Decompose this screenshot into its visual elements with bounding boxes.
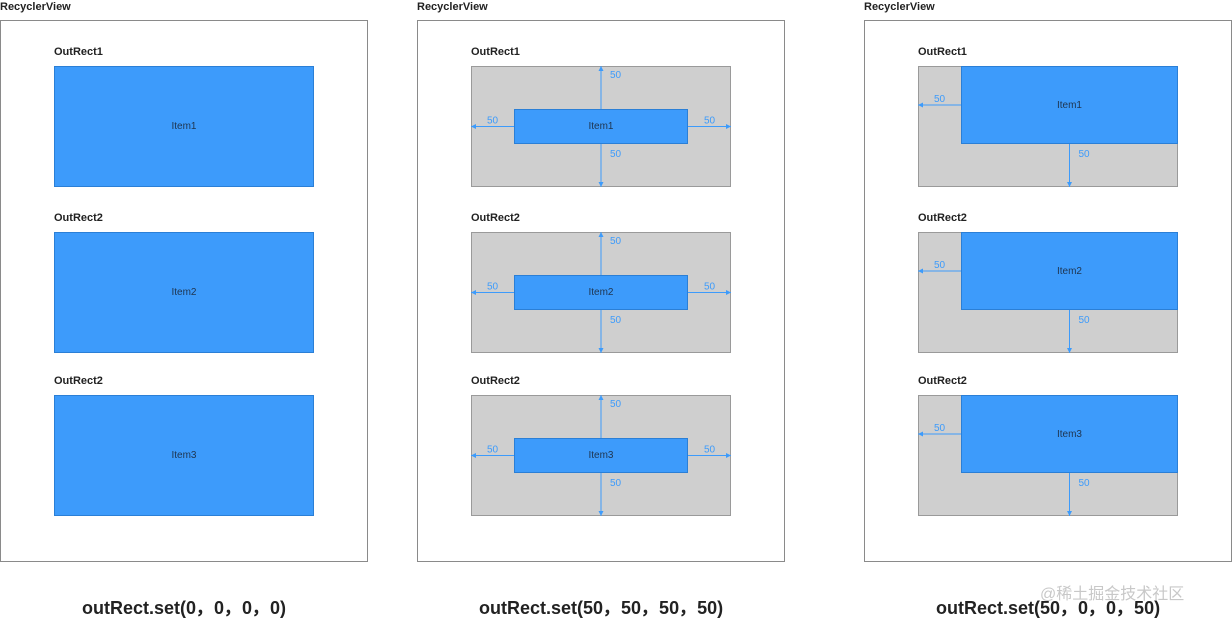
item-view: Item1 <box>961 66 1178 144</box>
item-label: Item3 <box>588 450 614 461</box>
watermark: @稀土掘金技术社区 <box>1040 586 1185 603</box>
outrect-label: OutRect1 <box>54 46 103 58</box>
item-label: Item2 <box>588 287 614 298</box>
recyclerview-title: RecyclerView <box>0 1 71 13</box>
outrect-label: OutRect2 <box>918 375 967 387</box>
item-label: Item1 <box>171 121 197 132</box>
recyclerview-title: RecyclerView <box>864 1 935 13</box>
item-view: Item3 <box>514 438 688 473</box>
recyclerview-title: RecyclerView <box>417 1 488 13</box>
item-view: Item3 <box>54 395 314 516</box>
item-label: Item1 <box>588 121 614 132</box>
item-label: Item3 <box>1056 428 1082 440</box>
outrect-label: OutRect2 <box>471 375 520 387</box>
offset-caption: outRect.set(50，50，50，50) <box>479 598 724 618</box>
item-label: Item3 <box>171 450 197 461</box>
item-label: Item1 <box>1056 99 1082 111</box>
outrect-label: OutRect2 <box>918 212 967 224</box>
item-view: Item2 <box>961 232 1178 310</box>
item-view: Item1 <box>54 66 314 187</box>
item-view: Item2 <box>514 275 688 310</box>
outrect-label: OutRect1 <box>918 46 967 58</box>
outrect-label: OutRect2 <box>54 375 103 387</box>
item-view: Item1 <box>514 109 688 144</box>
item-label: Item2 <box>1056 265 1082 277</box>
item-label: Item2 <box>171 287 197 298</box>
item-view: Item2 <box>54 232 314 353</box>
offset-caption: outRect.set(50，0，0，50) <box>936 598 1161 618</box>
outrect-label: OutRect2 <box>54 212 103 224</box>
offset-caption: outRect.set(0，0，0，0) <box>82 598 287 618</box>
outrect-label: OutRect1 <box>471 46 520 58</box>
outrect-label: OutRect2 <box>471 212 520 224</box>
item-view: Item3 <box>961 395 1178 473</box>
